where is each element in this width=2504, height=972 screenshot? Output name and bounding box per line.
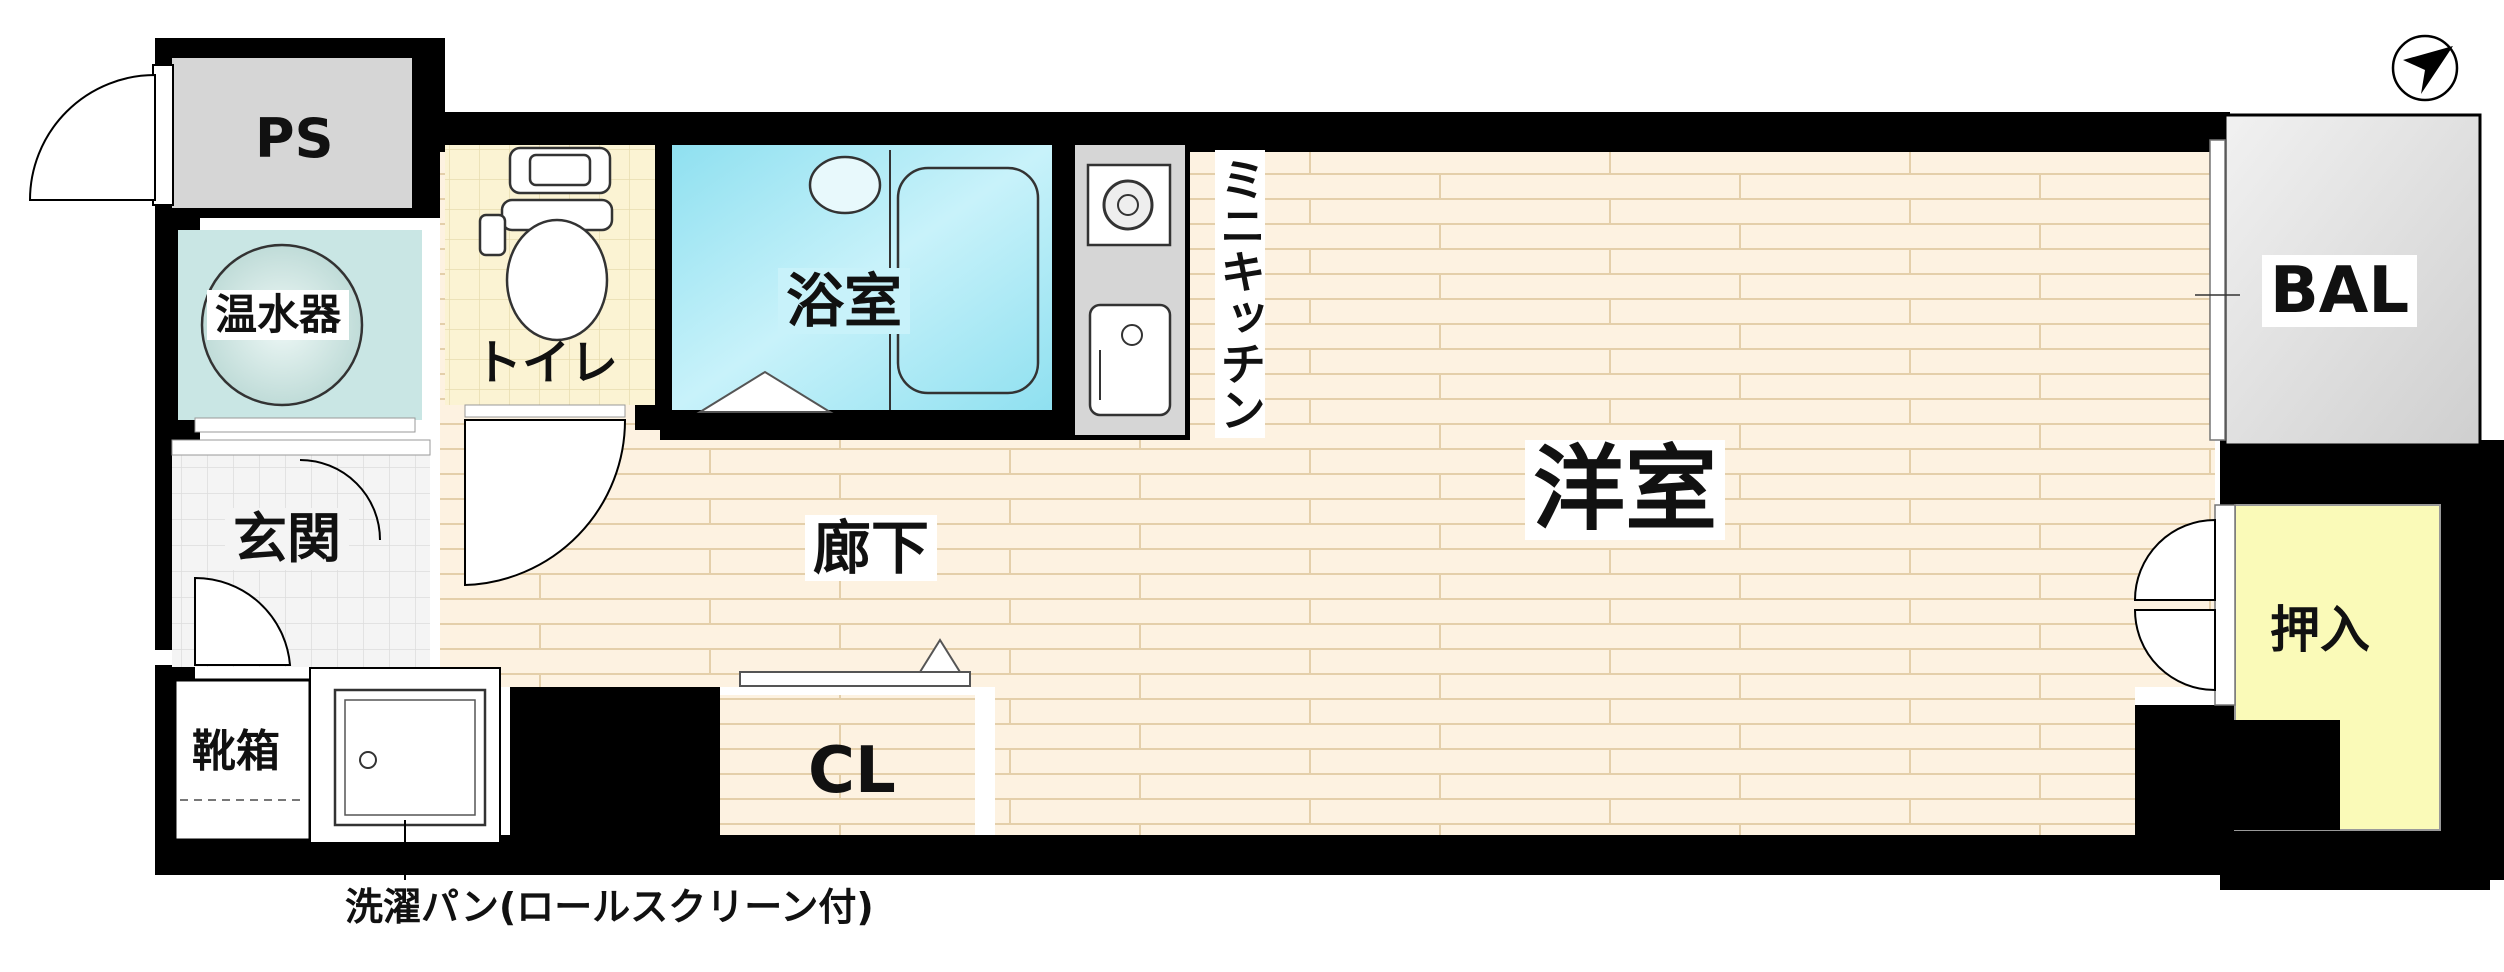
washing-machine-icon [333, 688, 487, 827]
hallway-label: 廊下 [805, 515, 938, 581]
western-room-label: 洋室 [1525, 440, 1726, 540]
entrance-door-swing [194, 576, 292, 666]
toilet-door-swing [464, 419, 627, 587]
laundry-pan-note: 洗濯パン(ロールスクリーン付) [345, 885, 874, 929]
toilet-icon [478, 146, 614, 342]
north-arrow-icon [2391, 34, 2459, 102]
ps-label: PS [255, 107, 334, 170]
kitchen-label: ミニキッチン [1213, 150, 1267, 438]
main-room-lower [995, 687, 2135, 835]
sink-icon [1088, 303, 1172, 417]
bathroom-door-marker [696, 370, 834, 413]
bathroom-label: 浴室 [778, 268, 911, 334]
closet [720, 695, 975, 835]
entrance-label: 玄関 [225, 508, 349, 570]
oshiire-door-swing-1 [2133, 518, 2216, 601]
toilet-label: トイレ [474, 335, 619, 391]
water-heater-label: 温水器 [207, 290, 350, 340]
closet-door-marker [918, 638, 962, 673]
shoe-box [173, 678, 312, 842]
closet-label: CL [808, 734, 896, 808]
shoe-box-label: 靴箱 [192, 726, 280, 777]
ps-door-swing [28, 73, 156, 201]
balcony-label: BAL [2262, 255, 2418, 327]
oshiire-label: 押入 [2270, 601, 2370, 659]
stove-icon [1086, 163, 1172, 247]
ps-room [172, 58, 412, 208]
oshiire-door-swing-2 [2133, 609, 2216, 692]
bathtub-icon [808, 155, 1040, 395]
